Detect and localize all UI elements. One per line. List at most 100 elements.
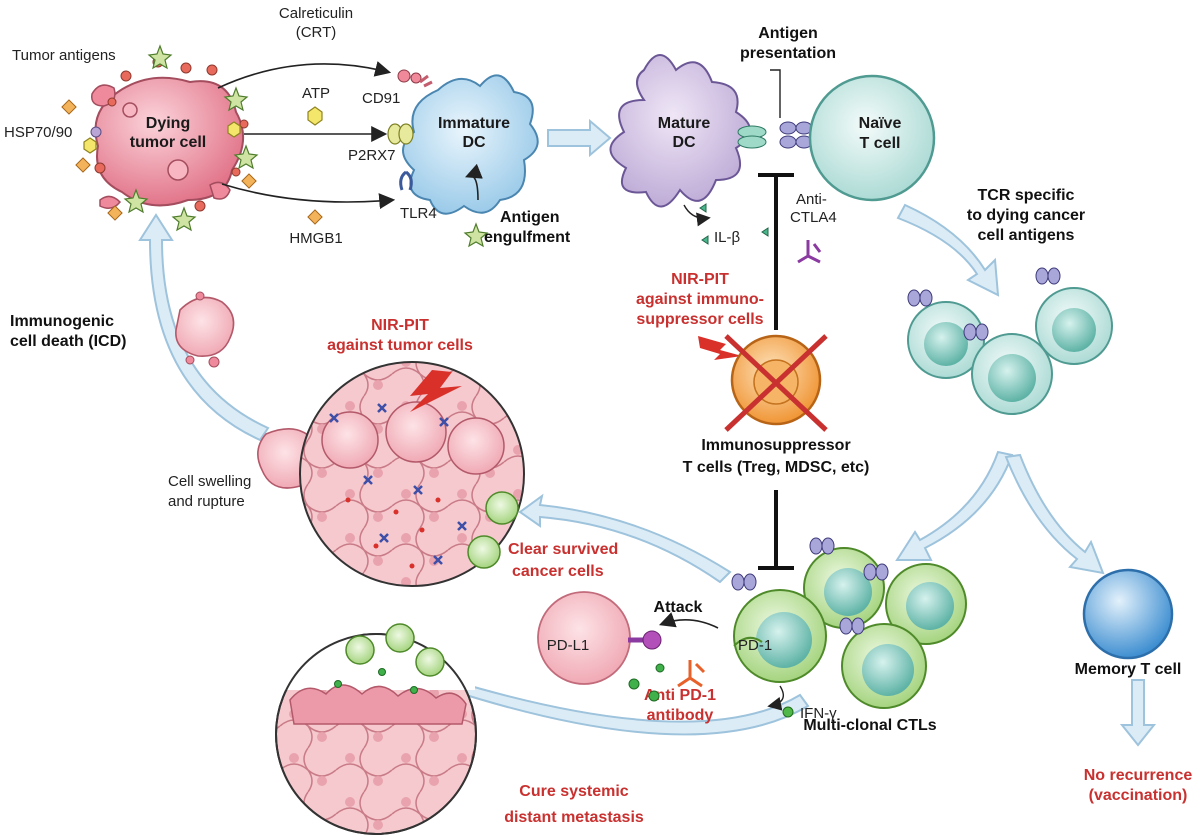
arrow-tcr-to-memory [1004, 453, 1105, 575]
no-recurrence-label-1: No recurrence [1084, 767, 1193, 784]
ifn-gamma-label: IFN-γ [800, 705, 837, 722]
nirpit-suppressor-label-1: NIR-PIT [671, 271, 729, 288]
antigen-star-icon [147, 44, 173, 70]
antigen-star-icon [123, 188, 149, 214]
tlr4-label: TLR4 [400, 205, 437, 222]
antigen-star-icon [233, 144, 259, 170]
atp-label: ATP [302, 85, 330, 102]
calreticulin-label: Calreticulin [279, 5, 353, 22]
antigen-star-icon [223, 86, 249, 112]
arrow-memory-to-norecurrence [1119, 679, 1157, 747]
naive-t-cell-label-2: T cell [860, 135, 901, 152]
nirpit-suppressor-label-2: against immuno- [636, 291, 764, 308]
arrow-icd-to-dying [138, 213, 270, 442]
p2rx7-label: P2RX7 [348, 147, 396, 164]
lightning-bolt-icon [410, 370, 462, 412]
nirpit-suppressor-label-3: suppressor cells [636, 311, 763, 328]
pdl1-label: PD-L1 [547, 637, 590, 654]
immature-dendritic-cell: Immature DC CD91 P2RX7 TLR4 Antigen engu… [348, 69, 571, 246]
immunosuppressor-label-2: T cells (Treg, MDSC, etc) [683, 459, 870, 476]
anti-pd1-label-2: antibody [647, 707, 714, 724]
clear-cells-label-2: cancer cells [512, 563, 604, 580]
arrow-naive-to-tcr [896, 203, 1000, 297]
arrow-ctl-to-clear [518, 493, 732, 584]
hmgb1-diamonds [61, 99, 323, 225]
anti-pd1-label-1: Anti PD-1 [644, 687, 716, 704]
tcr-label-1: TCR specific [978, 187, 1075, 204]
hmgb1-label: HMGB1 [289, 230, 342, 247]
il-beta-label: IL-β [714, 229, 741, 246]
antigen-star-icon [463, 222, 489, 248]
memory-t-cell-label: Memory T cell [1075, 661, 1182, 678]
ruptured-cell [175, 296, 235, 357]
anti-ctla4-label-1: Anti- [796, 191, 827, 208]
tcr-label-3: cell antigens [978, 227, 1075, 244]
p2rx7-receptor [387, 123, 414, 145]
cross-icon [724, 334, 828, 432]
immature-dc-body [402, 74, 539, 215]
inhibition-line-ctla4 [758, 173, 794, 330]
tumor-fragment [99, 195, 122, 209]
anti-ctla4-antibody-icon [797, 240, 822, 264]
tcr-label-2: to dying cancer [967, 207, 1085, 224]
anti-ctla4-label-2: CTLA4 [790, 209, 837, 226]
immature-dc-label-1: Immature [438, 115, 510, 132]
nirpit-tumor-label-2: against tumor cells [327, 337, 473, 354]
cd91-receptor [397, 69, 433, 88]
arrow-ctl-to-metastasis [426, 668, 810, 736]
mature-dc-label-2: DC [672, 134, 696, 151]
attack-label: Attack [654, 599, 703, 616]
immunosuppressor-t-cell [724, 334, 828, 432]
antigen-presentation-complex [737, 69, 813, 149]
tumor-antigen-stars [123, 44, 489, 248]
icd-label-1: Immunogenic [10, 313, 114, 330]
dying-tumor-cell-label-1: Dying [146, 115, 190, 132]
tlr4-receptor [399, 170, 413, 191]
engulfment-label-1: Antigen [500, 209, 560, 226]
mature-dc-body [609, 54, 751, 208]
naive-t-cell: Naïve T cell [808, 74, 936, 202]
lightning-bolt-icon [698, 336, 742, 360]
arrow-tcr-to-ctl [895, 450, 1014, 561]
arrow-idc-to-mature [547, 118, 612, 158]
anti-pd1-antibody-icon [677, 660, 706, 688]
tumor-antigens-label: Tumor antigens [12, 47, 116, 64]
no-recurrence-label-2: (vaccination) [1089, 787, 1188, 804]
tumor-fragment [209, 181, 231, 200]
swelling-label-1: Cell swelling [168, 473, 251, 490]
damp-arrows [217, 61, 396, 210]
swelling-label-2: and rupture [168, 493, 245, 510]
ifn-gamma-dot [782, 706, 794, 718]
pd1-label: PD-1 [738, 637, 772, 654]
metastasis-circle [275, 623, 477, 835]
cure-label-1: Cure systemic [519, 783, 628, 800]
naive-t-cell-label-1: Naïve [859, 115, 902, 132]
hsp-dot [90, 126, 102, 138]
antigen-presentation-label-1: Antigen [758, 25, 818, 42]
antigen-star-icon [171, 206, 197, 232]
engulfment-label-2: engulfment [484, 229, 571, 246]
tcr-specific-t-cells [907, 267, 1113, 415]
multi-clonal-ctls-label: Multi-clonal CTLs [803, 717, 936, 734]
naive-t-cell-body [808, 74, 936, 202]
cure-label-2: distant metastasis [504, 809, 644, 826]
granule-dots [628, 663, 665, 702]
mature-dendritic-cell: Mature DC IL-β [609, 54, 769, 246]
dying-tumor-cell-label-2: tumor cell [130, 134, 206, 151]
antigen-presentation-label-2: presentation [740, 45, 836, 62]
memory-t-cell [1082, 568, 1174, 660]
immature-dc-label-2: DC [462, 134, 486, 151]
flow-arrows [138, 118, 1157, 747]
multi-clonal-ctls [731, 537, 967, 709]
dying-tumor-cell: Dying tumor cell [91, 76, 245, 209]
atp-hexagons [83, 106, 323, 154]
pdl1-tumor-cell [537, 591, 662, 685]
nirpit-tumor-circle [299, 361, 525, 587]
mature-dc-label-1: Mature [658, 115, 711, 132]
icd-label-2: cell death (ICD) [10, 333, 126, 350]
clear-cells-label-1: Clear survived [508, 541, 618, 558]
nirpit-tumor-label-1: NIR-PIT [371, 317, 429, 334]
rupture-fragments [185, 291, 220, 368]
hsp-label: HSP70/90 [4, 124, 72, 141]
